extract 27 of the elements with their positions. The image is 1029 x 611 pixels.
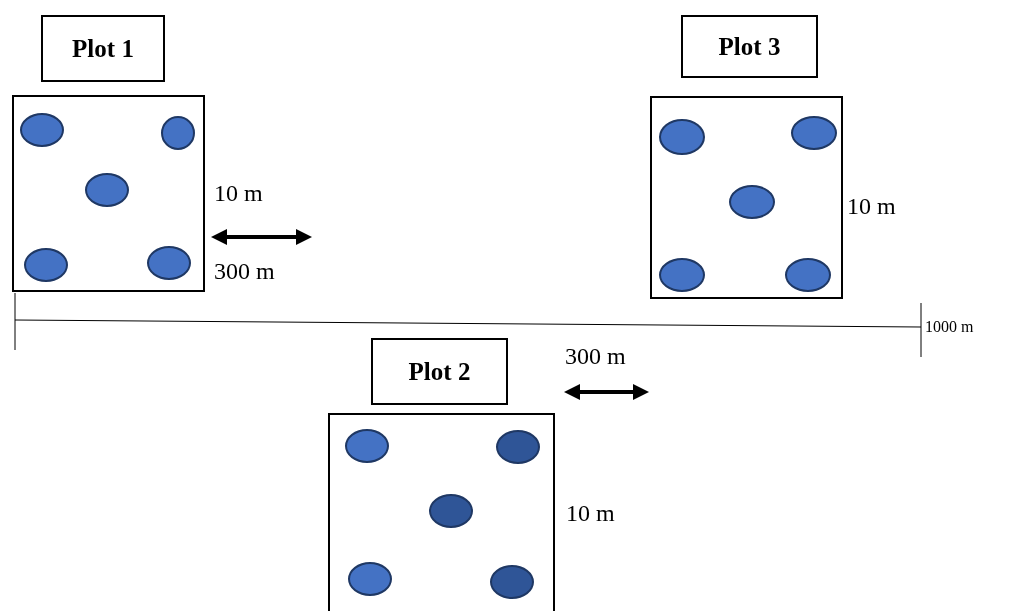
sample-point-circle xyxy=(729,185,775,219)
distance-label: 10 m xyxy=(566,500,615,527)
plot-label: Plot 1 xyxy=(41,15,165,82)
distance-label: 300 m xyxy=(214,258,275,285)
sample-point-circle xyxy=(161,116,195,150)
sample-point-circle xyxy=(147,246,191,280)
distance-label: 10 m xyxy=(214,180,263,207)
sample-point-circle xyxy=(345,429,389,463)
sample-point-circle xyxy=(24,248,68,282)
sample-point-circle xyxy=(791,116,837,150)
sample-point-circle xyxy=(20,113,64,147)
plot-label: Plot 2 xyxy=(371,338,508,405)
plot-label: Plot 3 xyxy=(681,15,818,78)
plot-square xyxy=(12,95,205,292)
sample-point-circle xyxy=(85,173,129,207)
plot-square xyxy=(650,96,843,299)
sample-point-circle xyxy=(429,494,473,528)
sample-point-circle xyxy=(659,119,705,155)
distance-label: 10 m xyxy=(847,193,896,220)
sample-point-circle xyxy=(348,562,392,596)
distance-label: 1000 m xyxy=(925,318,974,336)
sample-point-circle xyxy=(490,565,534,599)
distance-label: 300 m xyxy=(565,343,626,370)
sample-point-circle xyxy=(496,430,540,464)
plot-square xyxy=(328,413,555,611)
sample-point-circle xyxy=(785,258,831,292)
sample-point-circle xyxy=(659,258,705,292)
